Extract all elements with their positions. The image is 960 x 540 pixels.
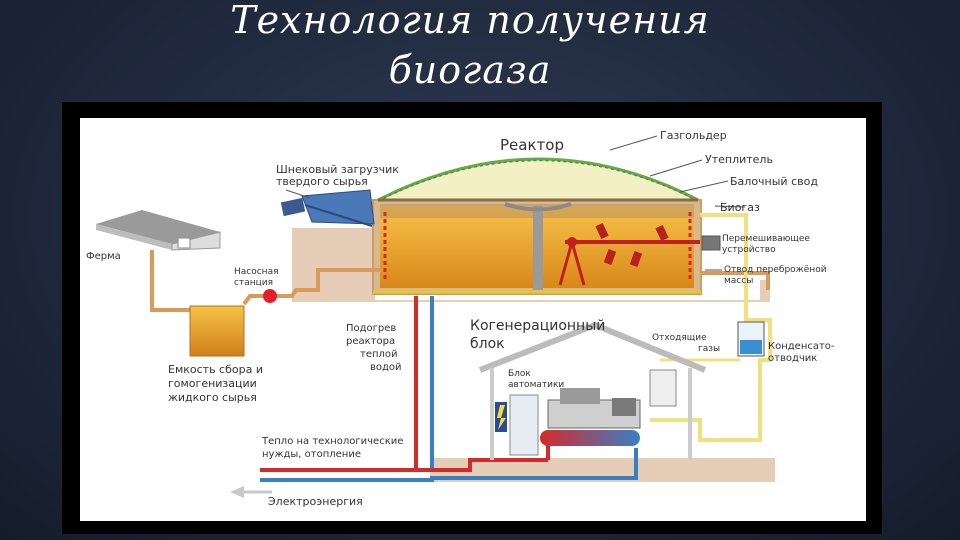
label-electricity: Электроэнергия bbox=[268, 495, 363, 508]
farm-building bbox=[96, 210, 221, 251]
label-heating-1: Подогрев bbox=[346, 323, 396, 334]
label-fermented-1: Отвод переброжёной bbox=[724, 265, 827, 275]
label-pump-1: Насосная bbox=[234, 267, 279, 277]
heat-exchanger bbox=[540, 430, 640, 446]
label-heat-1: Тепло на технологические bbox=[261, 436, 403, 447]
label-biogas: Биогаз bbox=[720, 201, 760, 214]
label-insulation: Утеплитель bbox=[705, 153, 773, 166]
slide-title-line2: биогаза bbox=[388, 48, 552, 92]
label-tank-3: жидкого сырья bbox=[168, 391, 257, 404]
label-tank-2: гомогенизации bbox=[168, 377, 257, 390]
label-screw-loader-2: твердого сырья bbox=[276, 175, 368, 188]
label-mixer-2: устройство bbox=[722, 245, 776, 255]
exhaust-box bbox=[649, 369, 677, 407]
label-heating-4: водой bbox=[370, 362, 402, 373]
label-tank-1: Емкость сбора и bbox=[168, 363, 263, 376]
label-heating-3: теплой bbox=[360, 349, 398, 360]
label-automation-2: автоматики bbox=[508, 380, 564, 390]
label-pump-2: станция bbox=[234, 278, 273, 288]
automation-cabinet bbox=[509, 394, 539, 456]
gasholder-dome bbox=[377, 157, 699, 202]
label-beam-vault: Балочный свод bbox=[730, 175, 818, 188]
ground bbox=[292, 228, 770, 302]
label-reactor: Реактор bbox=[500, 136, 564, 154]
label-mixer-1: Перемешивающее bbox=[722, 234, 810, 244]
label-condensate-1: Конденсато- bbox=[768, 341, 835, 352]
label-condensate-2: отводчик bbox=[768, 353, 817, 364]
label-gasholder: Газгольдер bbox=[660, 129, 727, 142]
label-farm: Ферма bbox=[86, 251, 121, 262]
label-cogen-1: Когенерационный bbox=[470, 318, 605, 334]
pipe-fermented-out bbox=[700, 271, 770, 290]
screw-loader-hopper bbox=[301, 189, 375, 225]
pump-station bbox=[263, 289, 277, 303]
pipe-raw bbox=[150, 250, 190, 312]
slide-title-line1: Технология получения bbox=[230, 0, 710, 42]
label-automation-1: Блок bbox=[508, 369, 531, 379]
pipe-biogas bbox=[650, 213, 772, 442]
label-heat-2: нужды, отопление bbox=[262, 449, 361, 460]
label-exhaust-1: Отходящие bbox=[652, 333, 707, 343]
label-cogen-2: блок bbox=[470, 336, 505, 352]
mixer-paddles bbox=[595, 222, 669, 267]
mixer-motor bbox=[701, 235, 721, 251]
raw-tank bbox=[189, 305, 245, 357]
label-heating-2: реактора bbox=[346, 336, 395, 347]
cogen-house bbox=[478, 321, 707, 373]
label-exhaust-2: газы bbox=[698, 344, 720, 354]
label-fermented-2: массы bbox=[724, 276, 753, 286]
reactor-column bbox=[533, 206, 543, 290]
label-screw-loader-1: Шнековый загрузчик bbox=[276, 163, 399, 176]
